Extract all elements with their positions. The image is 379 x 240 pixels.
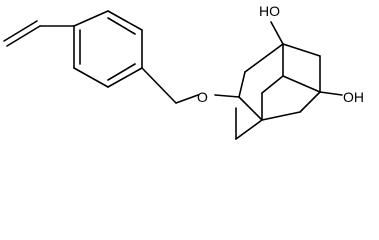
top-hydroxyl-bond: [270, 21, 284, 45]
benzyl-ch2-bond: [141, 67, 177, 104]
adamantane-cage: [235, 43, 321, 140]
benzene-ring: [73, 10, 143, 88]
top-hydroxyl-label: HO: [259, 3, 280, 19]
vinyl-group: [3, 20, 75, 47]
cage-bond: [282, 75, 321, 93]
cage-bond: [238, 96, 263, 121]
o-adamantane-bond: [214, 94, 240, 98]
ring-bond: [73, 67, 109, 88]
right-hydroxyl-bond: [319, 91, 343, 96]
cage-bond: [238, 71, 246, 98]
chemical-structure: O HO OH: [3, 3, 364, 140]
right-hydroxyl-label: OH: [343, 89, 364, 105]
benzyl-ether-linker: O: [141, 67, 240, 105]
cage-bond: [235, 119, 263, 140]
vinyl-double-bond-a: [6, 25, 41, 47]
ether-oxygen-label: O: [197, 89, 208, 105]
cage-bond: [261, 75, 284, 94]
ring-bond: [107, 10, 143, 31]
ring-inner-double-bond: [107, 63, 136, 81]
hydroxyl-groups: HO OH: [259, 3, 364, 105]
cage-bond: [299, 91, 321, 113]
ring-inner-double-bond: [107, 17, 136, 35]
vinyl-double-bond-b: [3, 20, 38, 42]
ring-bond: [107, 67, 143, 88]
ring-bond: [73, 10, 109, 27]
cage-bond: [244, 43, 284, 73]
ch2-o-bond: [175, 94, 199, 104]
cage-bond: [261, 111, 301, 121]
cage-bond: [282, 43, 321, 57]
